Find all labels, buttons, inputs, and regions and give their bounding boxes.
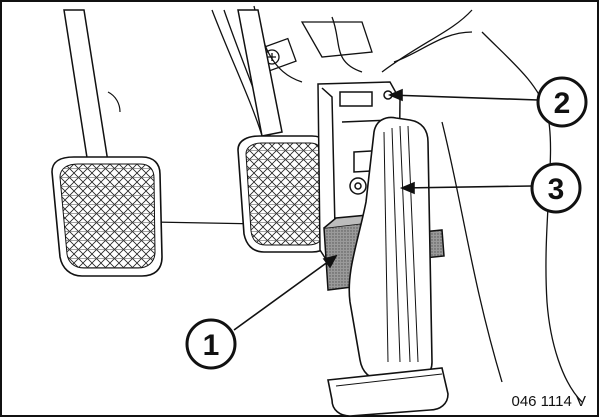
accelerator-pedal <box>327 116 449 417</box>
clutch-pedal <box>51 9 163 277</box>
callout-2-label: 2 <box>554 87 571 120</box>
callout-3-label: 3 <box>548 173 565 206</box>
callout-2: 2 <box>536 76 588 128</box>
reference-code: 046 1114 V <box>511 393 586 410</box>
callout-1: 1 <box>185 318 237 370</box>
brake-pedal <box>237 9 333 253</box>
callout-3: 3 <box>530 162 582 214</box>
leader-lines <box>233 88 539 331</box>
callout-1-label: 1 <box>203 329 220 362</box>
